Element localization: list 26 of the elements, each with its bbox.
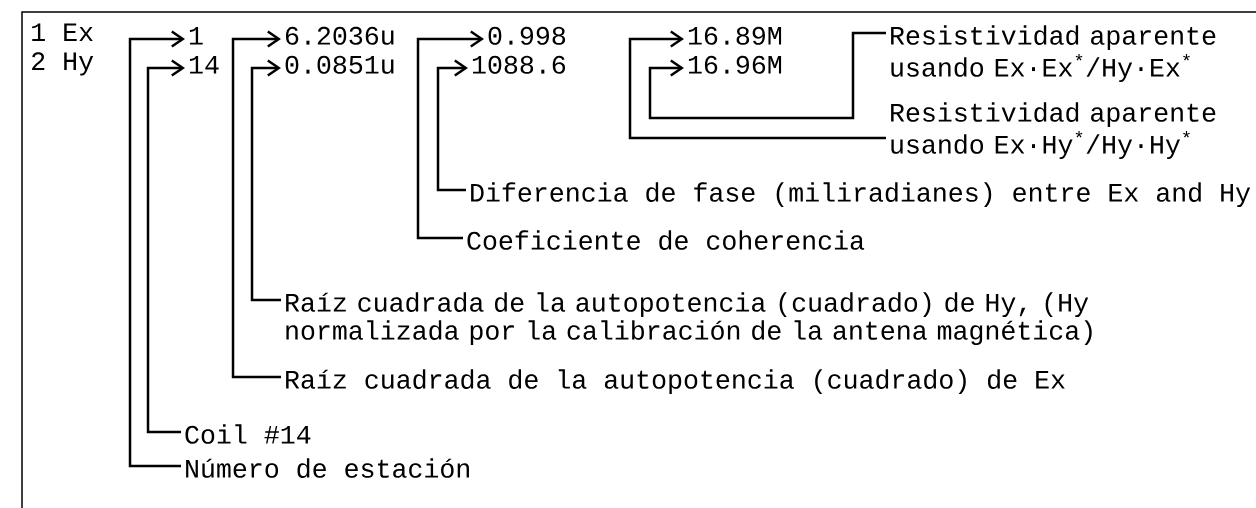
value-text: 1088.6 <box>472 55 566 74</box>
leader-arrow <box>628 30 886 140</box>
value-text: 14 <box>189 56 219 74</box>
channel-label: 2 Hy <box>32 52 94 76</box>
leader-arrow <box>231 30 281 379</box>
annotation-text: Raíz cuadrada de la autopotencia (cuadrado) de Hy, (Hy normalizada por la calibración de la antena magnética) <box>286 292 1092 346</box>
annotation-text: Coeficiente de coherencia <box>467 230 865 250</box>
annotation-text: Número de estación <box>186 458 469 478</box>
annotation-text: Raíz cuadrada de la autopotencia (cuadrado) de Ex <box>286 369 1065 395</box>
value-text: 0.0851u <box>285 55 394 74</box>
leader-arrow <box>128 30 186 468</box>
value-text: 0.998 <box>488 26 566 45</box>
leader-arrow <box>146 59 186 434</box>
annotation-text: Resistividad aparente usando Ex·Ex$^{*}$/Hy·Ex$^{*}$ <box>891 25 1216 83</box>
value-text: 16.96M <box>688 55 782 74</box>
value-text: 6.2036u <box>285 26 394 45</box>
annotation-text: Resistividad aparente usando Ex·Hy$^{*}$/Hy·Hy$^{*}$ <box>891 102 1216 160</box>
value-text: 1 <box>189 27 203 45</box>
channel-label: 1 Ex <box>32 23 93 41</box>
value-text: 16.89M <box>688 26 782 45</box>
annotation-text: Coil #14 <box>185 424 311 444</box>
leader-arrow <box>250 59 281 302</box>
leader-arrow <box>416 30 484 240</box>
annotation-text: Diferencia de fase (miliradianes) entre Ex and Hy <box>471 182 1251 208</box>
leader-arrow <box>648 31 886 120</box>
leader-arrow <box>436 59 468 192</box>
